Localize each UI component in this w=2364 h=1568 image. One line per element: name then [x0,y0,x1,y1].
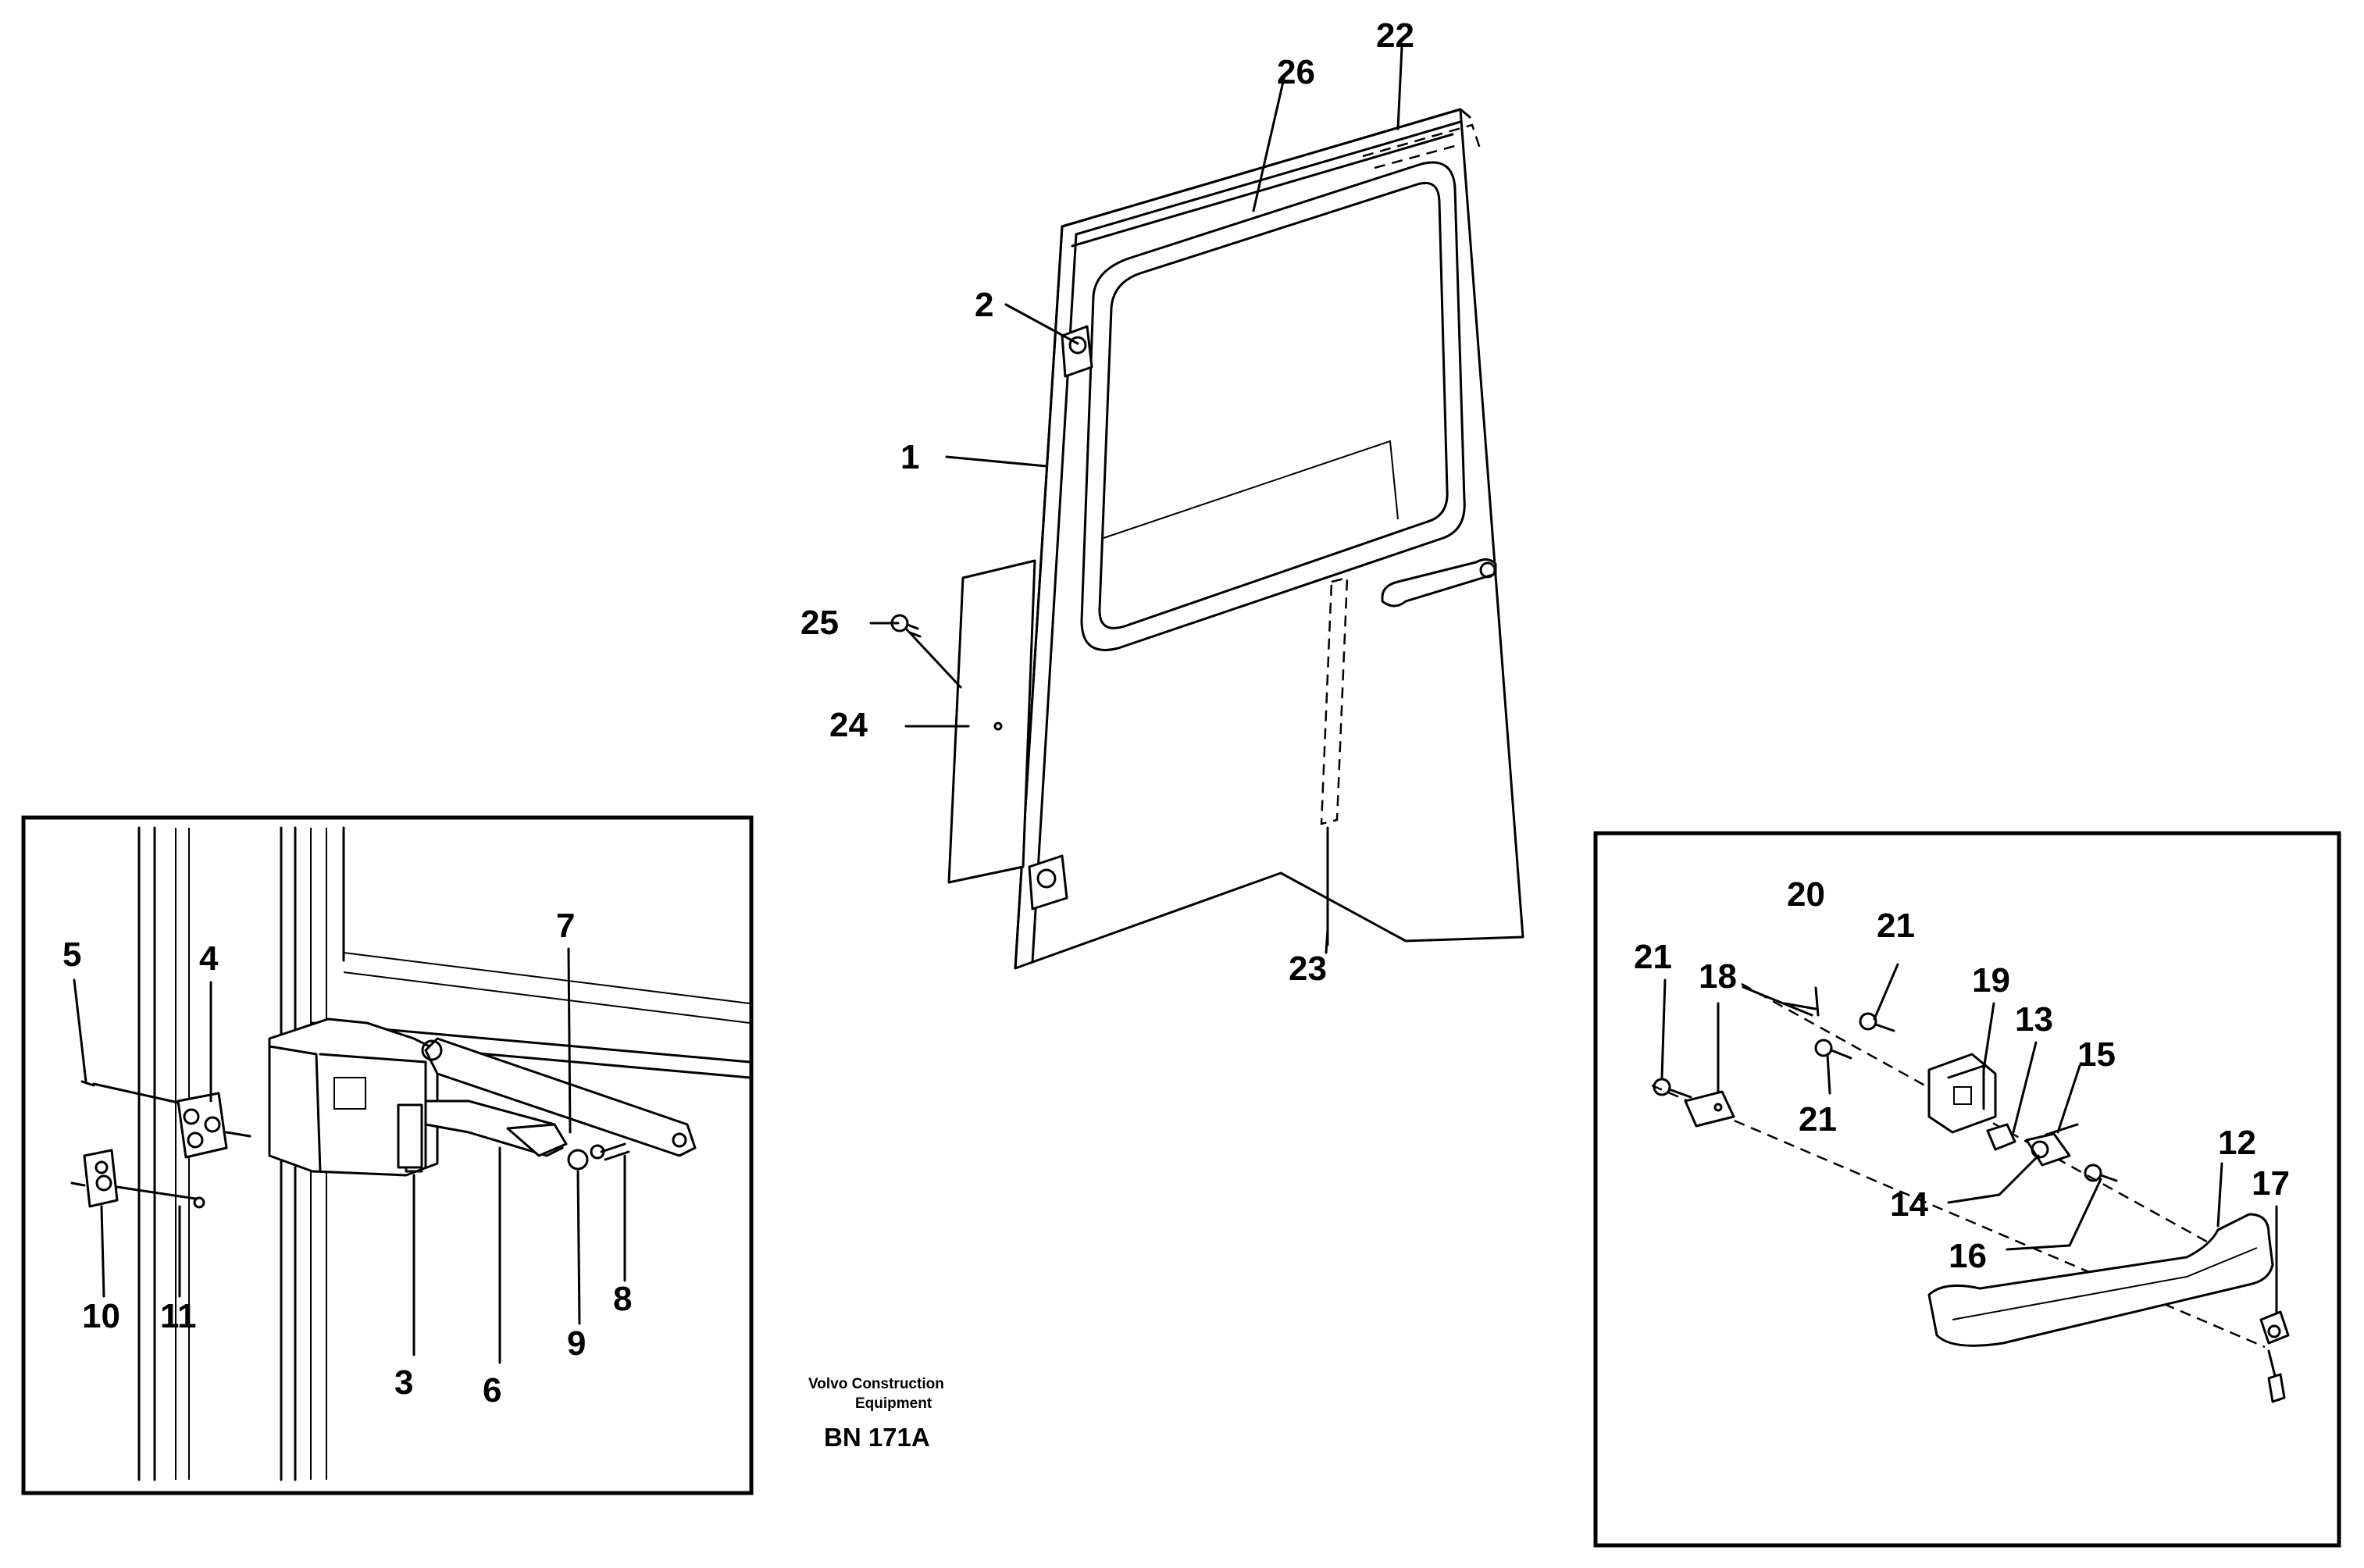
callout-23: 23 [1289,950,1327,988]
callout-13: 13 [2015,1000,2053,1039]
main-leaders [869,45,1403,954]
callout-4: 4 [199,939,219,978]
callout-2: 2 [975,286,993,324]
callout-24: 24 [829,706,868,744]
callout-12: 12 [2218,1124,2256,1162]
callout-19: 19 [1972,961,2010,1000]
figure-code: BN 171A [824,1423,930,1452]
callout-5: 5 [62,935,81,974]
callout-3: 3 [394,1363,413,1402]
callout-14: 14 [1890,1185,1928,1224]
publisher-line-1: Volvo Construction [808,1376,944,1392]
callout-18: 18 [1699,957,1737,996]
callout-7: 7 [556,907,575,945]
callout-10: 10 [82,1297,120,1335]
publisher-line-2: Equipment [855,1395,932,1412]
callout-25: 25 [800,604,839,642]
callout-8: 8 [613,1280,632,1318]
callout-15: 15 [2077,1035,2116,1074]
callout-20: 20 [1787,875,1825,914]
callout-17: 17 [2252,1164,2290,1203]
handle-detail-box [1593,831,2341,1548]
callout-16: 16 [1949,1237,1987,1275]
callout-22: 22 [1376,16,1414,55]
callout-6: 6 [483,1371,501,1409]
callout-11: 11 [160,1297,197,1335]
callout-21-left: 21 [1634,938,1672,976]
callout-9: 9 [567,1324,586,1363]
door-assembly [890,108,1524,970]
callout-26: 26 [1277,53,1315,91]
lock-detail-box [21,815,754,1495]
callout-21-upper: 21 [1877,907,1915,945]
callout-1: 1 [900,438,919,476]
callout-21-lower: 21 [1799,1100,1837,1139]
